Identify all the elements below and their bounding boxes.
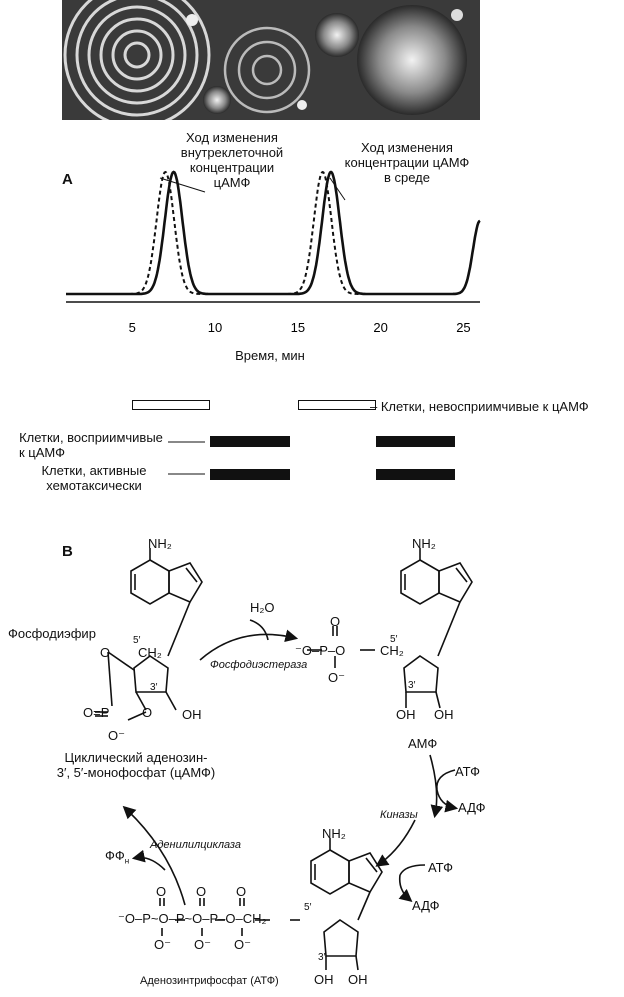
atp-in-label-2: АТФ [428,860,454,875]
atp-bottom-o-2: O⁻ [194,937,211,952]
adp-out-label-1: АДФ [458,800,486,815]
ppi-label: ФФн [105,848,130,866]
camp-metabolism-diagram [95,548,473,971]
cyclase-arrow [122,805,186,906]
amp-ch2-label: CH₂ [380,643,404,658]
atp-oh-2: OH [348,972,368,987]
state-bar [375,469,456,480]
atp-pos3: 3′ [318,952,326,963]
amp-oh-2: OH [434,707,454,722]
atp-in-label-1: АТФ [455,764,481,779]
ppi-arrow [131,849,166,871]
phosphodiesterase-label: Фосфодиэстераза [210,659,308,671]
x-tick-label: 10 [208,320,222,335]
atp-top-o-2: O [196,884,207,899]
state-bar [210,469,290,480]
chemotactic-label: Клетки, активные хемотаксически [41,463,147,493]
state-bar [132,400,211,410]
atp-triphosphate: ⁻O–P~O–P~O–P–O–CH₂ [118,911,267,926]
amp-nh2: NH₂ [412,536,436,551]
camp-o-p-label: O=P [83,705,110,720]
atp-top-o-3: O [236,884,247,899]
phosphodiester-label: Фосфодиэфир [8,626,96,641]
adp-out-arrow-2 [398,874,413,903]
camp-adenine [130,548,203,605]
amp-bottom-o: O⁻ [328,670,345,685]
amp-oh-1: OH [396,707,416,722]
label-leader-intracellular [159,177,206,193]
amp-name: АМФ [408,736,438,751]
camp-nh2: NH₂ [148,536,172,551]
atp-bottom-o-3: O⁻ [234,937,251,952]
atp-adenine [310,838,383,895]
camp-bridge-o: O [142,705,153,720]
state-bar [210,436,290,447]
atp-oh-1: OH [314,972,334,987]
camp-oscillation-chart: 5 10 15 20 25 [66,170,481,335]
h2o-arrow [249,619,269,641]
kinases-label: Киназы [380,809,418,821]
panel-a-label: A [62,171,73,188]
kinase-arrow-1 [429,754,444,819]
water-label: H₂O [250,600,275,615]
label-leader-medium [329,177,346,201]
camp-pos3: 3′ [150,682,158,693]
atp-bottom-o-1: O⁻ [154,937,171,952]
atp-top-o-1: O [156,884,167,899]
camp-p-o-minus: O⁻ [108,728,125,743]
atp-in-arrow-2 [399,864,426,876]
hydrolysis-arrow [199,629,299,661]
amp-adenine [400,548,473,605]
atp-pos5: 5′ [304,902,312,913]
atp-in-arrow-1 [436,769,456,791]
amp-phosphate: ⁻O–P–O [295,643,346,658]
amp-pos5: 5′ [390,634,398,645]
camp-oh: OH [182,707,202,722]
state-bar [375,436,456,447]
camp-ch2-label: CH₂ [138,645,162,660]
medium-camp-label: Ход изменения концентрации цАМФ в среде [344,140,470,185]
x-tick-label: 25 [456,320,470,335]
atp-nh2: NH₂ [322,826,346,841]
atp-name: Аденозинтрифосфат (АТФ) [140,975,279,987]
x-tick-label: 5 [129,320,136,335]
panel-b-label: B [62,543,73,560]
dictyostelium-micrograph [62,0,480,120]
amp-top-o: O [330,614,341,629]
x-tick-label: 20 [373,320,387,335]
camp-o-label: O [100,645,111,660]
x-axis-title: Время, мин [235,348,305,363]
sensitive-label: Клетки, восприимчивые к цАМФ [19,430,163,460]
camp-name: Циклический аденозин- 3′, 5′-монофосфат … [56,750,216,780]
camp-pos5: 5′ [133,635,141,646]
series-line-medium [66,170,481,296]
x-tick-label: 15 [291,320,305,335]
adenylate-cyclase-label: Аденилилциклаза [150,839,242,851]
intracellular-camp-label: Ход изменения внутреклеточной концентрац… [180,130,284,190]
state-bar [297,400,376,410]
kinase-arrow-2 [375,819,416,867]
adp-out-arrow-1 [436,789,459,813]
camp-ribose [95,601,191,721]
adp-out-label-2: АДФ [412,898,440,913]
amp-pos3: 3′ [408,680,416,691]
amp-ribose [307,601,461,709]
atp-ribose [159,891,371,971]
refractory-label: – Клетки, невосприимчивые к цАМФ [370,399,589,414]
